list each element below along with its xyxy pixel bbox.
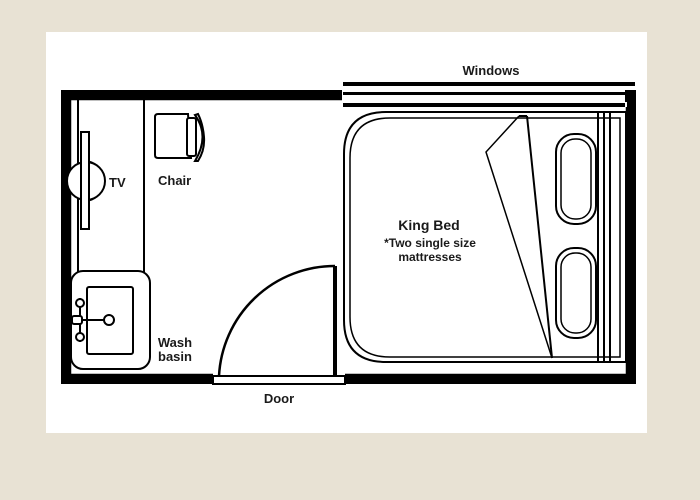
chair-label: Chair <box>158 173 192 188</box>
pillow-bottom <box>555 247 597 339</box>
bed-note-line-2: mattresses <box>398 250 462 264</box>
window-line-outer <box>343 82 635 86</box>
king-bed-icon <box>343 111 627 363</box>
window-line-middle <box>343 92 625 95</box>
window-line-inner <box>343 103 625 107</box>
tv-icon <box>66 131 106 230</box>
wash-basin-label-line-1: Wash <box>157 335 193 350</box>
wall-right <box>627 90 636 384</box>
tv-label: TV <box>109 175 126 190</box>
wash-basin-label-line-2: basin <box>158 349 192 364</box>
door-swing-arc <box>217 264 336 377</box>
door-leaf <box>333 266 337 376</box>
chair-icon <box>154 112 206 162</box>
bed-note-line-1: *Two single size <box>384 236 476 250</box>
door-threshold <box>212 375 346 385</box>
door-label: Door <box>263 391 295 406</box>
windows-label: Windows <box>462 63 520 78</box>
door <box>212 264 346 385</box>
windows <box>343 82 635 107</box>
wall-bottom-left <box>61 375 213 384</box>
wall-top-right-stub <box>625 90 636 102</box>
walls <box>61 90 636 384</box>
wash-basin-icon <box>70 270 151 370</box>
wall-top-left <box>61 90 342 99</box>
wall-bottom-right <box>345 375 636 384</box>
king-bed-label: King Bed <box>398 217 460 233</box>
pillow-top <box>555 133 597 225</box>
wall-left <box>61 90 70 384</box>
